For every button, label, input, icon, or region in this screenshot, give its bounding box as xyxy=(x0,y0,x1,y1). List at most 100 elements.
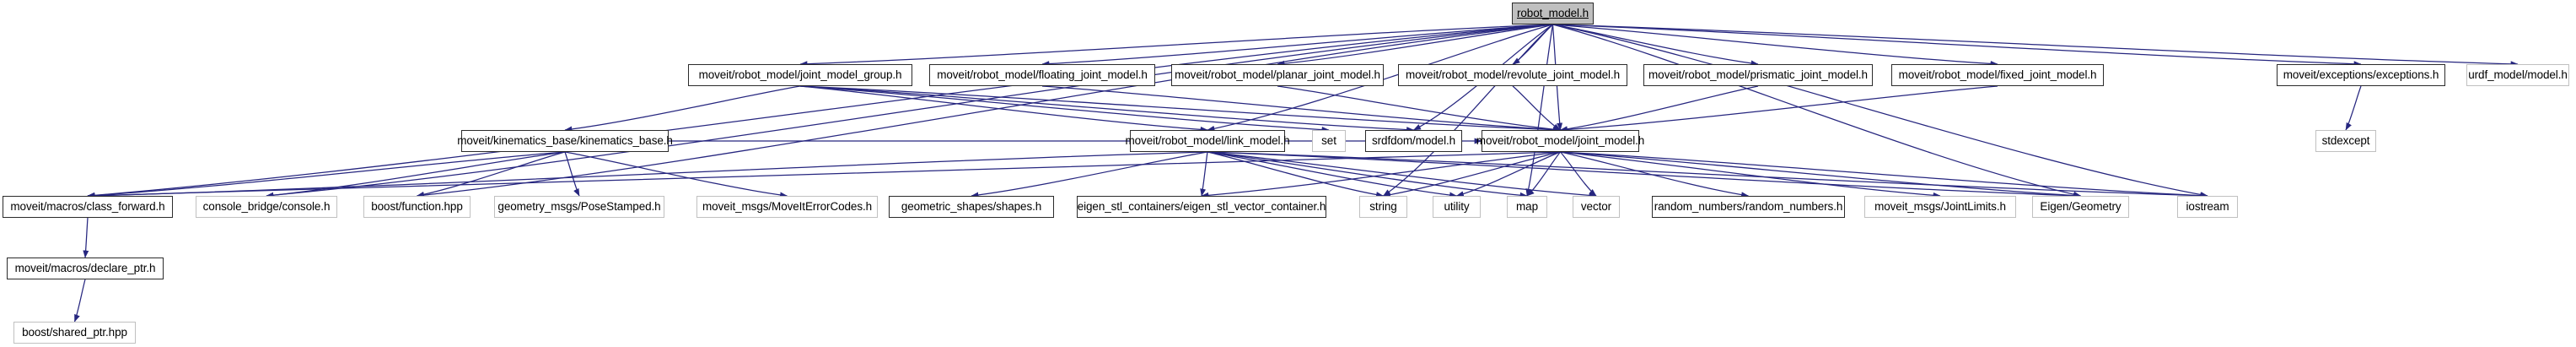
graph-node-link_model[interactable]: moveit/robot_model/link_model.h xyxy=(1126,130,1290,152)
graph-node-shared_ptr[interactable]: boost/shared_ptr.hpp xyxy=(13,322,136,344)
graph-node-joint_limits[interactable]: moveit_msgs/JointLimits.h xyxy=(1864,196,2016,218)
graph-node-label: iostream xyxy=(2186,200,2229,214)
graph-node-exceptions[interactable]: moveit/exceptions/exceptions.h xyxy=(2277,64,2445,86)
graph-node-label: stdexcept xyxy=(2321,134,2370,148)
graph-node-declare_ptr[interactable]: moveit/macros/declare_ptr.h xyxy=(7,258,164,279)
graph-node-joint_model_group[interactable]: moveit/robot_model/joint_model_group.h xyxy=(688,64,912,86)
graph-edge xyxy=(1277,85,1562,133)
graph-edge xyxy=(1207,151,1385,198)
graph-node-iostream[interactable]: iostream xyxy=(2177,196,2238,218)
graph-node-label: moveit/robot_model/fixed_joint_model.h xyxy=(1898,68,2097,82)
graph-node-label: srdfdom/model.h xyxy=(1371,134,1456,148)
graph-edge xyxy=(1552,24,2519,68)
graph-edge xyxy=(83,217,89,258)
graph-node-label: geometric_shapes/shapes.h xyxy=(901,200,1042,214)
graph-node-label: moveit/robot_model/joint_model.h xyxy=(1476,134,1645,148)
graph-edge xyxy=(1382,151,1561,198)
graph-node-class_forward[interactable]: moveit/macros/class_forward.h xyxy=(3,196,173,218)
graph-node-random_numbers[interactable]: random_numbers/random_numbers.h xyxy=(1652,196,1845,218)
graph-node-label: moveit/macros/declare_ptr.h xyxy=(14,262,156,275)
graph-edge xyxy=(87,151,566,198)
graph-node-label: urdf_model/model.h xyxy=(2468,68,2568,82)
graph-node-planar_joint_model[interactable]: moveit/robot_model/planar_joint_model.h xyxy=(1171,64,1384,86)
graph-node-fixed_joint_model[interactable]: moveit/robot_model/fixed_joint_model.h xyxy=(1891,64,2104,86)
graph-node-utility[interactable]: utility xyxy=(1433,196,1481,218)
graph-edge xyxy=(1512,85,1562,131)
graph-edge xyxy=(1207,151,1458,198)
graph-node-boost_function[interactable]: boost/function.hpp xyxy=(363,196,471,218)
graph-node-eigen_geometry[interactable]: Eigen/Geometry xyxy=(2032,196,2129,218)
graph-edge xyxy=(799,85,1415,133)
graph-node-label: robot_model.h xyxy=(1517,7,1589,20)
graph-node-pose_stamped[interactable]: geometry_msgs/PoseStamped.h xyxy=(494,196,664,218)
graph-edge xyxy=(1207,151,2082,199)
graph-node-label: eigen_stl_containers/eigen_stl_vector_co… xyxy=(1077,200,1326,214)
graph-edge xyxy=(564,151,788,198)
graph-edge xyxy=(799,85,1562,133)
graph-edge xyxy=(1552,24,2362,68)
graph-node-floating_joint_model[interactable]: moveit/robot_model/floating_joint_model.… xyxy=(929,64,1155,86)
graph-node-moveit_error_codes[interactable]: moveit_msgs/MoveItErrorCodes.h xyxy=(696,196,878,218)
graph-node-label: random_numbers/random_numbers.h xyxy=(1654,200,1843,214)
graph-edge xyxy=(1552,24,1998,67)
graph-edge xyxy=(799,85,1208,133)
graph-node-label: moveit_msgs/MoveItErrorCodes.h xyxy=(702,200,873,214)
graph-node-eigen_stl_container[interactable]: eigen_stl_containers/eigen_stl_vector_co… xyxy=(1077,196,1326,218)
graph-edge xyxy=(799,85,1330,133)
graph-node-stdexcept[interactable]: stdexcept xyxy=(2315,130,2376,152)
graph-edge xyxy=(1455,151,1561,198)
graph-node-srdfdom_model[interactable]: srdfdom/model.h xyxy=(1365,130,1462,152)
graph-node-label: boost/shared_ptr.hpp xyxy=(22,326,127,339)
graph-edge xyxy=(416,24,1553,198)
graph-node-label: map xyxy=(1516,200,1538,214)
graph-edge xyxy=(1559,85,1759,133)
graph-edge xyxy=(1201,151,1561,198)
graph-edge xyxy=(1552,24,2208,198)
graph-edge xyxy=(564,85,801,133)
graph-edge xyxy=(87,24,1553,198)
graph-edge xyxy=(1525,24,1554,197)
graph-node-kinematics_base[interactable]: moveit/kinematics_base/kinematics_base.h xyxy=(457,130,673,152)
graph-edge xyxy=(2345,85,2362,131)
graph-edge xyxy=(1207,151,1528,198)
graph-node-label: moveit/robot_model/revolute_joint_model.… xyxy=(1405,68,1621,82)
graph-node-map[interactable]: map xyxy=(1507,196,1547,218)
graph-node-label: moveit/robot_model/floating_joint_model.… xyxy=(937,68,1148,82)
graph-edge xyxy=(1512,24,1553,65)
graph-node-label: console_bridge/console.h xyxy=(202,200,331,214)
graph-edge xyxy=(73,279,86,323)
graph-edge xyxy=(1560,151,2082,199)
graph-node-shapes[interactable]: geometric_shapes/shapes.h xyxy=(889,196,1054,218)
graph-edge xyxy=(1383,24,1553,197)
graph-node-string[interactable]: string xyxy=(1359,196,1407,218)
graph-node-revolute_joint_model[interactable]: moveit/robot_model/revolute_joint_model.… xyxy=(1398,64,1627,86)
graph-node-set[interactable]: set xyxy=(1312,130,1346,152)
graph-node-label: Eigen/Geometry xyxy=(2040,200,2122,214)
graph-node-label: moveit/kinematics_base/kinematics_base.h xyxy=(457,134,673,148)
graph-edge xyxy=(1552,24,1759,67)
graph-edge xyxy=(1200,151,1208,197)
graph-node-prismatic_joint_model[interactable]: moveit/robot_model/prismatic_joint_model… xyxy=(1643,64,1873,86)
graph-edge xyxy=(266,151,566,198)
graph-node-console_bridge[interactable]: console_bridge/console.h xyxy=(196,196,337,218)
graph-edge xyxy=(799,24,1553,68)
graph-edge xyxy=(1560,151,2208,199)
graph-node-vector[interactable]: vector xyxy=(1573,196,1620,218)
graph-node-label: moveit/robot_model/joint_model_group.h xyxy=(698,68,902,82)
graph-node-urdf_model[interactable]: urdf_model/model.h xyxy=(2466,64,2569,86)
graph-edge xyxy=(1207,151,2208,199)
graph-node-joint_model[interactable]: moveit/robot_model/joint_model.h xyxy=(1476,130,1644,152)
graph-edge xyxy=(1560,151,1597,197)
graph-node-label: utility xyxy=(1444,200,1470,214)
graph-edge xyxy=(416,151,566,198)
graph-node-robot_model[interactable]: robot_model.h xyxy=(1512,3,1594,24)
graph-edge xyxy=(971,151,1208,198)
graph-edge xyxy=(1526,151,1561,197)
graph-node-label: moveit/robot_model/prismatic_joint_model… xyxy=(1648,68,1868,82)
graph-node-label: boost/function.hpp xyxy=(371,200,463,214)
graph-edge xyxy=(1041,24,1553,68)
graph-node-label: moveit/macros/class_forward.h xyxy=(10,200,165,214)
graph-edge xyxy=(1277,24,1553,67)
